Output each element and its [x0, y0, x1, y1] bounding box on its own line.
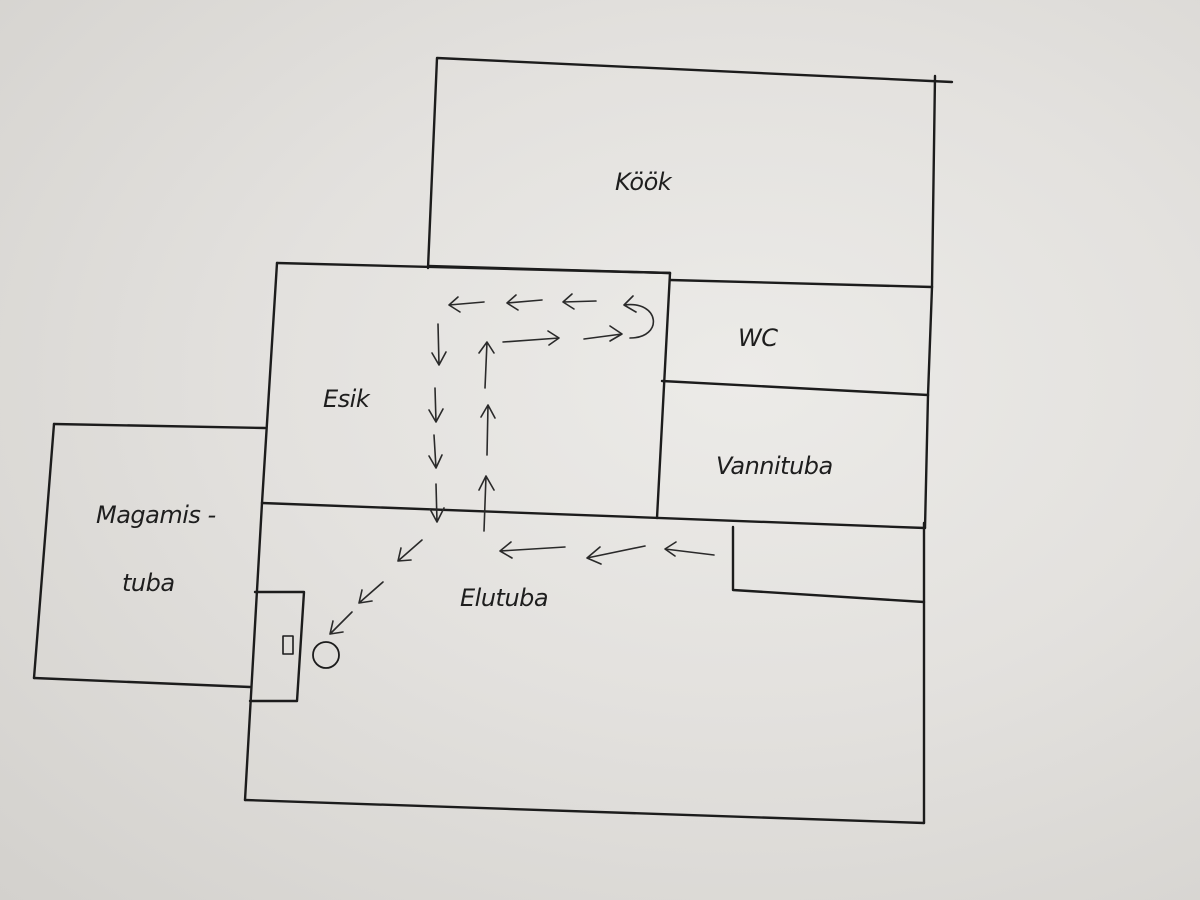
label-hall: Esik: [323, 385, 371, 413]
airflow-arrows: [329, 293, 715, 635]
kitchen-room: [426, 56, 954, 289]
wc-room: [660, 278, 934, 397]
living-room: [243, 501, 926, 825]
storage-room: [923, 393, 930, 530]
hall-room: [260, 261, 927, 530]
label-bedroom-line2: tuba: [122, 569, 175, 597]
label-kitchen: Köök: [615, 168, 673, 196]
label-living: Elutuba: [460, 584, 548, 612]
bedroom-room: [32, 422, 267, 689]
fireplace: [248, 590, 340, 703]
label-bedroom-line1: Magamis -: [96, 501, 216, 529]
label-wc: WC: [738, 324, 778, 352]
label-storage: Vannituba: [716, 452, 833, 480]
